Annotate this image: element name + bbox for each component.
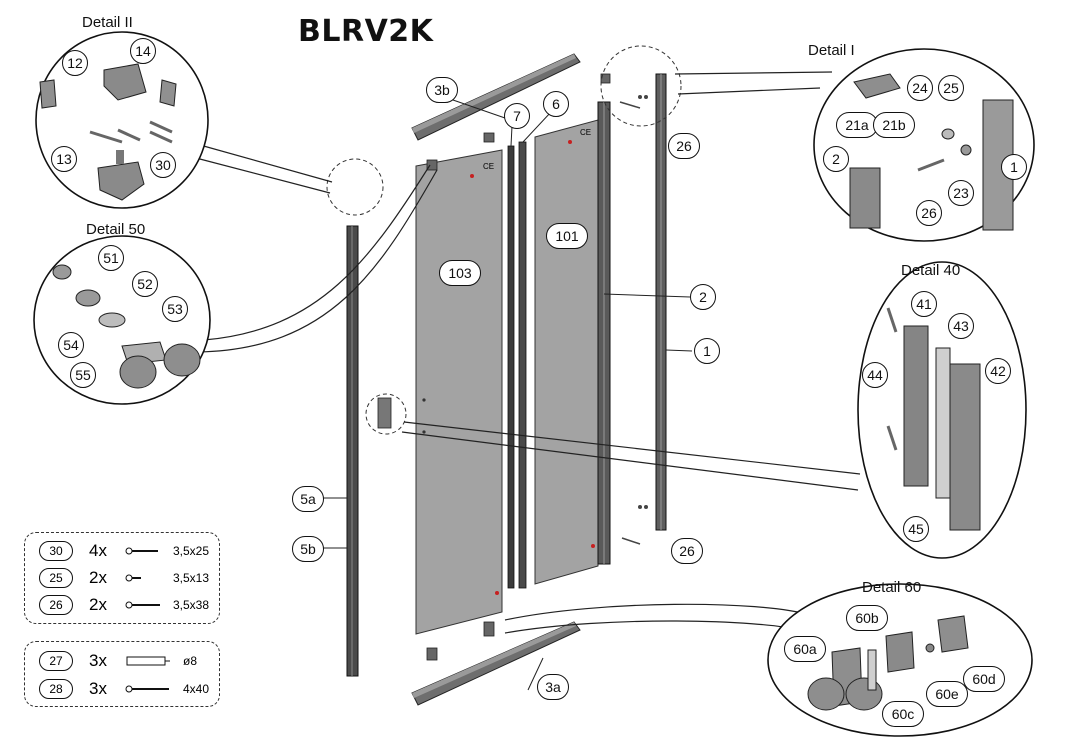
screw-size: 4x40 [183,682,210,696]
wall-profile-1 [655,73,667,531]
quantity: 3x [89,679,107,698]
door-panel-101 [534,119,599,585]
small-hardware [377,73,648,661]
wall-profile-5 [346,225,359,677]
detail-40-parts [886,307,981,531]
hardware-row: 26 2x 3,5x38 [39,594,209,616]
screw-size: 3,5x25 [173,544,210,558]
callout-44: 44 [862,362,888,388]
callout-42: 42 [985,358,1011,384]
callout-54: 54 [58,332,84,358]
detail-i-parts [849,73,1014,231]
callout-60e: 60e [926,681,968,707]
detail-50-label: Detail 50 [86,221,146,238]
callout-6: 6 [543,91,569,117]
detail-60-parts [807,615,969,711]
diagram-title: BLRV2K [298,14,434,49]
hardware-group-2: 27 3x ø8 28 3x 4x40 [24,641,220,707]
detail-40-label: Detail 40 [901,262,961,279]
callout-103: 103 [439,260,481,286]
hardware-row: 25 2x 3,5x13 [39,567,209,589]
profile-2 [597,101,611,565]
hardware-row: 27 3x ø8 [39,650,197,672]
detail-i-label: Detail I [808,42,855,59]
quantity: 2x [89,595,107,614]
callout-25: 25 [938,75,964,101]
callout-30: 30 [150,152,176,178]
callout-53: 53 [162,296,188,322]
screw-icon [125,685,169,693]
detail-60-label: Detail 60 [862,579,922,596]
callout-7: 7 [504,103,530,129]
callout-5b: 5b [292,536,324,562]
screw-icon [125,547,158,555]
callout-60a: 60a [784,636,826,662]
profile-6 [518,141,527,589]
part-number: 26 [39,595,73,615]
callout-26-top: 26 [668,133,700,159]
callout-60d: 60d [963,666,1005,692]
callout-21a: 21a [836,112,878,138]
callout-55: 55 [70,362,96,388]
callout-1: 1 [694,338,720,364]
detail-leaders [195,71,861,634]
detail-markers [326,45,682,435]
screw-icon [125,574,141,582]
screw-size: 3,5x13 [173,571,210,585]
hardware-group-1: 30 4x 3,5x25 25 2x 3,5x13 26 2x 3,5x38 [24,532,220,624]
callout-3b: 3b [426,77,458,103]
callout-51: 51 [98,245,124,271]
part-number: 25 [39,568,73,588]
screw-icon [125,601,160,609]
callout-13: 13 [51,146,77,172]
detail-ii-parts [39,63,177,201]
callout-26-bottom: 26 [671,538,703,564]
hardware-row: 30 4x 3,5x25 [39,540,209,562]
callout-2: 2 [690,284,716,310]
top-rail-3b [411,53,581,141]
callout-detail-i-2: 2 [823,146,849,172]
quantity: 2x [89,568,107,587]
callout-52: 52 [132,271,158,297]
part-number: 27 [39,651,73,671]
callout-41: 41 [911,291,937,317]
quantity: 3x [89,651,107,670]
hardware-row: 28 3x 4x40 [39,678,209,700]
screw-size: 3,5x38 [173,598,210,612]
part-number: 28 [39,679,73,699]
callout-detail-i-26: 26 [916,200,942,226]
bottom-rail-3a [411,621,581,706]
profile-7 [507,145,515,589]
detail-ii-label: Detail II [82,14,133,31]
quantity: 4x [89,541,107,560]
callout-23: 23 [948,180,974,206]
wall-plug-icon [126,656,170,666]
ce-mark-101: CE [580,128,592,137]
door-panel-103 [415,149,503,635]
callout-101: 101 [546,223,588,249]
callout-21b: 21b [873,112,915,138]
part-number: 30 [39,541,73,561]
callout-5a: 5a [292,486,324,512]
callout-12: 12 [62,50,88,76]
callout-43: 43 [948,313,974,339]
callout-45: 45 [903,516,929,542]
detail-50-parts [52,264,201,389]
callout-60b: 60b [846,605,888,631]
ce-mark-103: CE [483,162,495,171]
plug-size: ø8 [183,654,198,668]
callout-leaders [320,99,693,691]
callout-detail-i-1: 1 [1001,154,1027,180]
callout-60c: 60c [882,701,924,727]
callout-3a: 3a [537,674,569,700]
callout-24: 24 [907,75,933,101]
callout-14: 14 [130,38,156,64]
